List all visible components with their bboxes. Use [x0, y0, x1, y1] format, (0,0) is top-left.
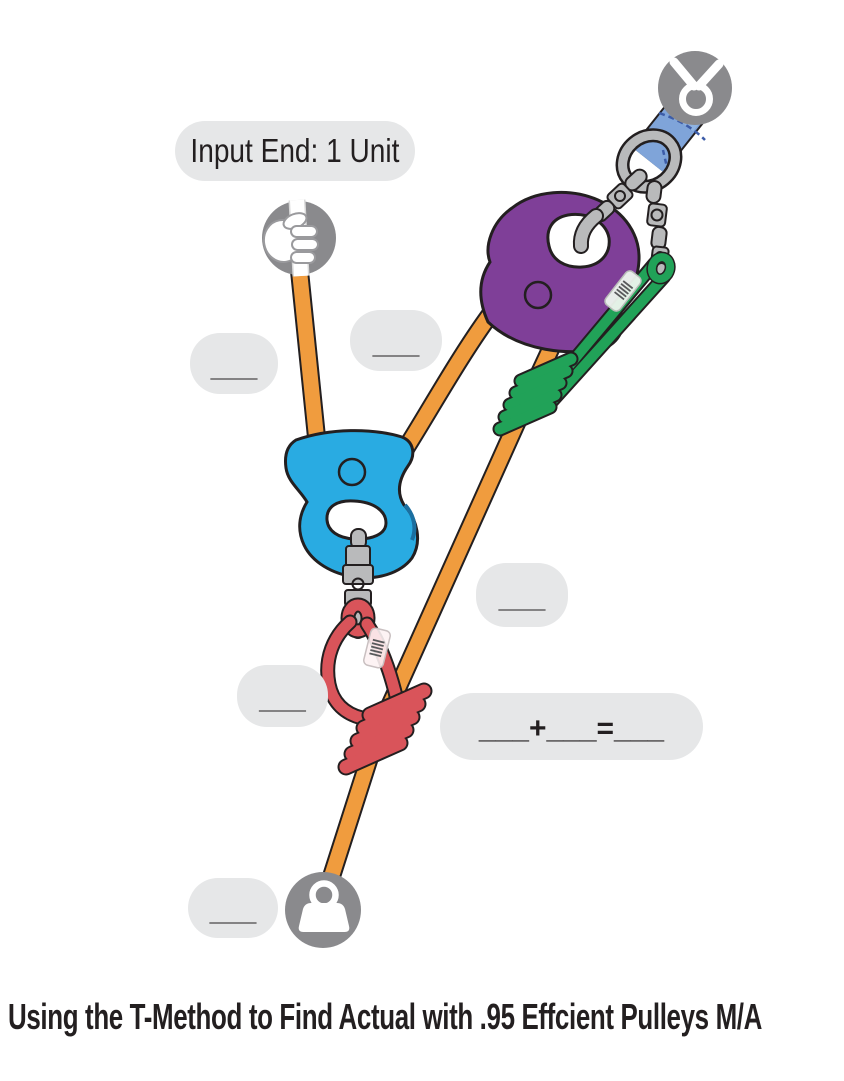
input-end-label: Input End: 1 Unit [190, 132, 400, 169]
rope-blue-to-purple [396, 298, 505, 458]
fist [262, 212, 319, 264]
blank-middle-leg: ___ [372, 327, 420, 359]
blank-load: ___ [209, 895, 257, 926]
weight-load-icon [285, 872, 361, 948]
blank-bubble-input-leg: ___ [190, 333, 278, 394]
hand-grip-rope-icon [262, 199, 336, 277]
blank-mainline: ___ [498, 582, 546, 613]
equation-bubble: ___+___=___ [440, 693, 703, 760]
red-prusik-tag [363, 627, 391, 669]
blank-bubble-load: ___ [188, 878, 278, 938]
green-prusik [492, 257, 671, 437]
purple-pulley [479, 190, 641, 354]
blue-pulley-axle [337, 457, 367, 487]
blank-prusik-leg: ___ [259, 683, 306, 714]
blank-bubble-mainline: ___ [476, 563, 568, 627]
sling-stitch-line [658, 111, 706, 141]
input-end-label-bubble: Input End: 1 Unit [175, 121, 415, 181]
green-prusik-tag [604, 270, 642, 312]
blue-pulley-attachment-hole [325, 499, 388, 541]
red-prusik [320, 597, 433, 776]
green-prusik-coils [492, 351, 579, 437]
anchor-point-icon [658, 51, 732, 125]
carabiner-hook [574, 210, 602, 252]
purple-pulley-axle [523, 280, 553, 310]
figure-caption: Using the T-Method to Find Actual with .… [8, 996, 762, 1037]
equation-text: ___+___=___ [478, 711, 665, 745]
blue-pulley [284, 429, 420, 580]
blank-bubble-prusik-leg: ___ [237, 665, 328, 727]
blue-pulley-edge-shadow [403, 503, 417, 541]
blank-bubble-middle-leg: ___ [350, 310, 442, 371]
input-rope [289, 256, 327, 452]
blank-input-leg: ___ [210, 350, 258, 382]
red-prusik-coils [337, 682, 433, 776]
green-loop-top [647, 253, 675, 283]
swivel-to-green-prusik [645, 180, 676, 285]
swivel-to-purple-pulley [572, 168, 648, 254]
